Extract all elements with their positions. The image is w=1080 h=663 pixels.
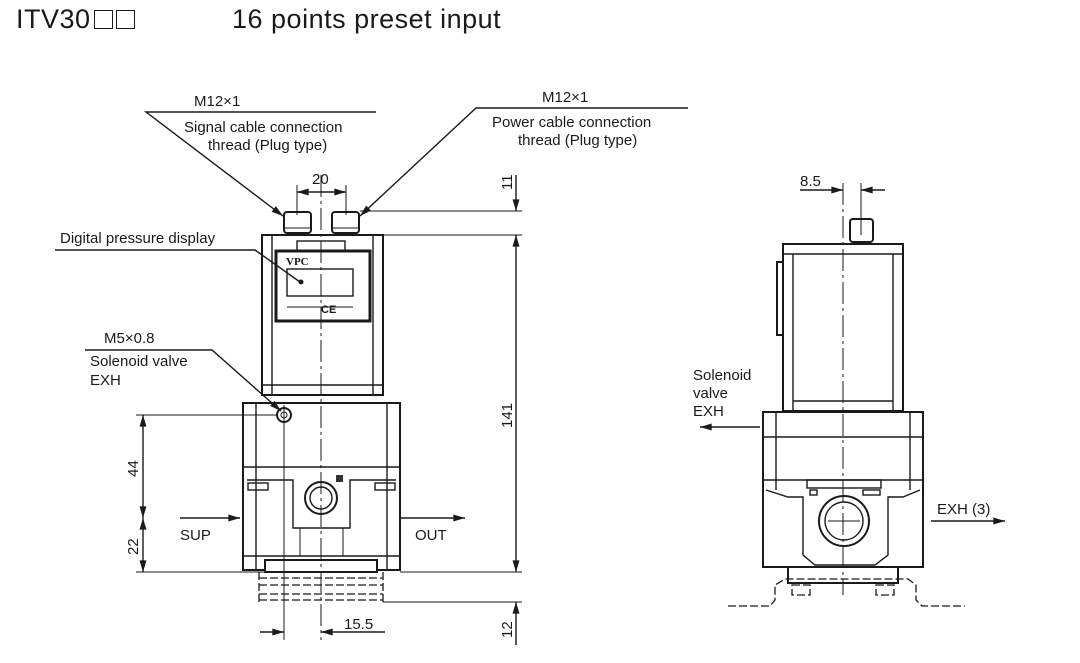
placeholder-box (93, 10, 113, 29)
out-label: OUT (415, 527, 447, 544)
sup-label: SUP (180, 527, 211, 544)
front-view: VPC CE (55, 89, 688, 645)
placeholder-box (115, 10, 135, 29)
side-port (818, 495, 870, 547)
power-label: Power cable connection (492, 114, 651, 131)
side-solenoid-label: Solenoid (693, 367, 751, 384)
power-label-2: thread (Plug type) (518, 132, 637, 149)
dim-12: 12 (499, 621, 516, 638)
dim-15-5: 15.5 (344, 616, 373, 633)
signal-connector (283, 211, 312, 234)
model-number: ITV30 (16, 4, 91, 34)
dim-8-5: 8.5 (800, 173, 821, 190)
side-solenoid-label-2: valve (693, 385, 728, 402)
dim-11: 11 (499, 174, 516, 190)
dim-44: 44 (125, 460, 142, 477)
model-title: ITV30 (16, 4, 135, 35)
exh3-label: EXH (3) (937, 501, 990, 518)
ce-mark: CE (321, 304, 336, 316)
signal-thread-label: M12×1 (194, 93, 240, 110)
power-thread-label: M12×1 (542, 89, 588, 106)
brand-label: VPC (286, 256, 309, 268)
dim-20: 20 (312, 171, 329, 188)
side-solenoid-label-3: EXH (693, 403, 724, 420)
signal-label-2: thread (Plug type) (208, 137, 327, 154)
power-connector (331, 211, 360, 234)
display-label: Digital pressure display (60, 230, 216, 247)
exh-thread-label: M5×0.8 (104, 330, 154, 347)
digital-pressure-display: VPC CE (274, 249, 372, 323)
side-view: 8.5 Solenoid valve EXH EXH (3) (693, 173, 1005, 607)
page-title: 16 points preset input (232, 4, 502, 34)
dim-22: 22 (125, 538, 142, 555)
signal-label: Signal cable connection (184, 119, 342, 136)
dim-141: 141 (499, 403, 516, 428)
exh-label-2: EXH (90, 372, 121, 389)
exh-label: Solenoid valve (90, 353, 188, 370)
